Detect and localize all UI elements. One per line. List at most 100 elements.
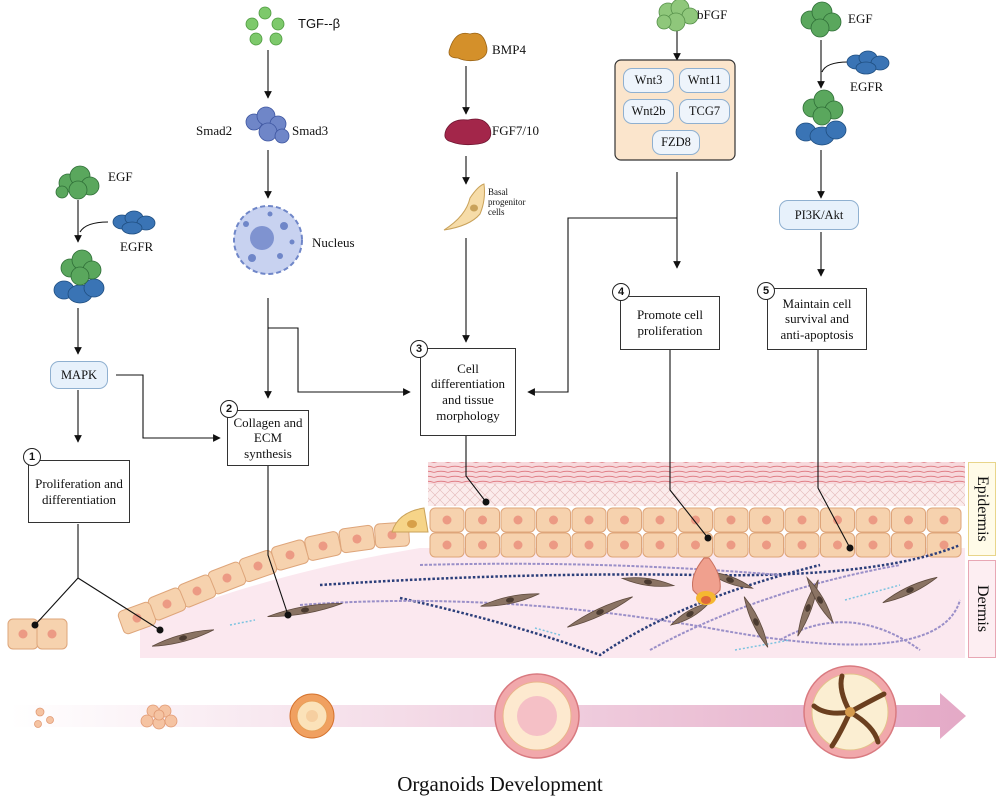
keratinocyte (177, 574, 217, 608)
stratum-corneum (428, 462, 965, 506)
hair-follicle (692, 557, 721, 605)
keratinocyte (926, 532, 962, 558)
keratinocyte (147, 587, 187, 621)
organoid-stage-5 (803, 665, 897, 759)
egf-egfr-complex-icon (53, 249, 105, 304)
keratinocyte (607, 507, 642, 533)
fgf7-10-label: FGF7/10 (492, 123, 539, 138)
keratinocyte (891, 507, 926, 533)
keratinocyte (7, 618, 39, 650)
fibroblast (743, 596, 769, 648)
keratinocyte (784, 532, 820, 558)
egfr-icon (112, 210, 156, 235)
keratinocyte (571, 507, 607, 533)
egf-icon (55, 165, 100, 200)
outcome-box-4: Promote cell proliferation (620, 296, 720, 350)
keratinocyte (304, 531, 342, 561)
pi3k-akt-label: PI3K/Akt (779, 200, 859, 230)
keratinocyte (891, 532, 926, 558)
fibroblast (882, 576, 938, 604)
outcome-box-2: Collagen and ECM synthesis (227, 410, 309, 466)
egfr-right-label: EGFR (850, 79, 884, 94)
smad3-label: Smad3 (292, 123, 329, 138)
bmp4-icon (448, 32, 488, 62)
organoid-stage-4 (494, 673, 580, 759)
keratinocyte (607, 532, 642, 558)
keratinocyte (642, 532, 678, 558)
wnt2b-label: Wnt2b (623, 99, 674, 124)
keratinocyte (36, 618, 68, 650)
outcome-box-1: Proliferation and differentiation (28, 460, 130, 523)
smad2-label: Smad2 (196, 123, 233, 138)
keratinocyte (500, 507, 536, 533)
outcome-number-4: 4 (612, 283, 630, 301)
bfgf-icon (656, 0, 699, 32)
outcome-number-1: 1 (23, 448, 41, 466)
tgf-beta-icon (245, 6, 285, 46)
fibroblast (480, 593, 540, 607)
organoid-stage-1 (34, 707, 54, 728)
mapk-label: MAPK (50, 361, 108, 389)
egf-right-icon (800, 1, 842, 38)
basal-progenitor-cell-icon (443, 183, 485, 231)
figure-title: Organoids Development (397, 772, 603, 796)
nucleus-label: Nucleus (312, 235, 355, 250)
keratinocyte (465, 507, 500, 533)
keratinocyte (820, 532, 855, 558)
nucleus-icon (233, 205, 303, 275)
basal-progenitor-label: Basal progenitor cells (488, 187, 526, 217)
keratinocyte (713, 507, 749, 533)
smad-icon (245, 106, 290, 144)
fibroblast (567, 596, 633, 628)
keratinocyte (678, 507, 713, 533)
egf-egfr-right-complex-icon (795, 89, 847, 146)
fibroblast (806, 576, 834, 624)
keratinocyte (117, 601, 157, 635)
wnt11-label: Wnt11 (679, 68, 730, 93)
outcome-box-3: Cell differentiation and tissue morpholo… (420, 348, 516, 436)
edge-progenitor-cell (391, 507, 429, 533)
development-arrow (10, 693, 966, 739)
fgf7-10-icon (444, 118, 492, 146)
bfgf-label: bFGF (697, 7, 728, 22)
keratinocyte-layer (7, 507, 962, 650)
keratinocyte (429, 532, 465, 558)
outcome-number-5: 5 (757, 282, 775, 300)
egf-label: EGF (108, 169, 133, 184)
keratinocyte (678, 532, 713, 558)
fibroblast (151, 629, 215, 647)
outcome-number-3: 3 (410, 340, 428, 358)
keratinocyte (571, 532, 607, 558)
egfr-label: EGFR (120, 239, 154, 254)
keratinocyte (820, 507, 855, 533)
connector-dots (31, 498, 854, 634)
keratinocyte (465, 532, 500, 558)
organoid-stage-3 (289, 693, 335, 739)
organoid-stage-2 (140, 704, 178, 730)
keratinocyte (713, 532, 749, 558)
keratinocyte (536, 507, 571, 533)
outcome-box-5: Maintain cell survival and anti-apoptosi… (767, 288, 867, 350)
keratinocyte (749, 532, 784, 558)
connectors (34, 28, 851, 631)
keratinocyte (536, 532, 571, 558)
fzd8-label: FZD8 (652, 130, 700, 155)
collagen-fibers (229, 543, 961, 657)
tcg7-label: TCG7 (679, 99, 730, 124)
keratinocyte (642, 507, 678, 533)
dermis-label: Dermis (968, 560, 996, 658)
keratinocyte (784, 507, 820, 533)
keratinocyte (429, 507, 465, 533)
egf-right-label: EGF (848, 11, 873, 26)
egfr-right-icon (846, 50, 890, 75)
wnt3-label: Wnt3 (623, 68, 674, 93)
tgf-beta-label: TGF--β (298, 16, 341, 31)
keratinocyte (338, 524, 376, 554)
outcome-number-2: 2 (220, 400, 238, 418)
fibroblast (620, 577, 676, 587)
keratinocyte (749, 507, 784, 533)
bmp4-label: BMP4 (492, 42, 526, 57)
keratinocyte (500, 532, 536, 558)
keratinocyte (926, 507, 962, 533)
